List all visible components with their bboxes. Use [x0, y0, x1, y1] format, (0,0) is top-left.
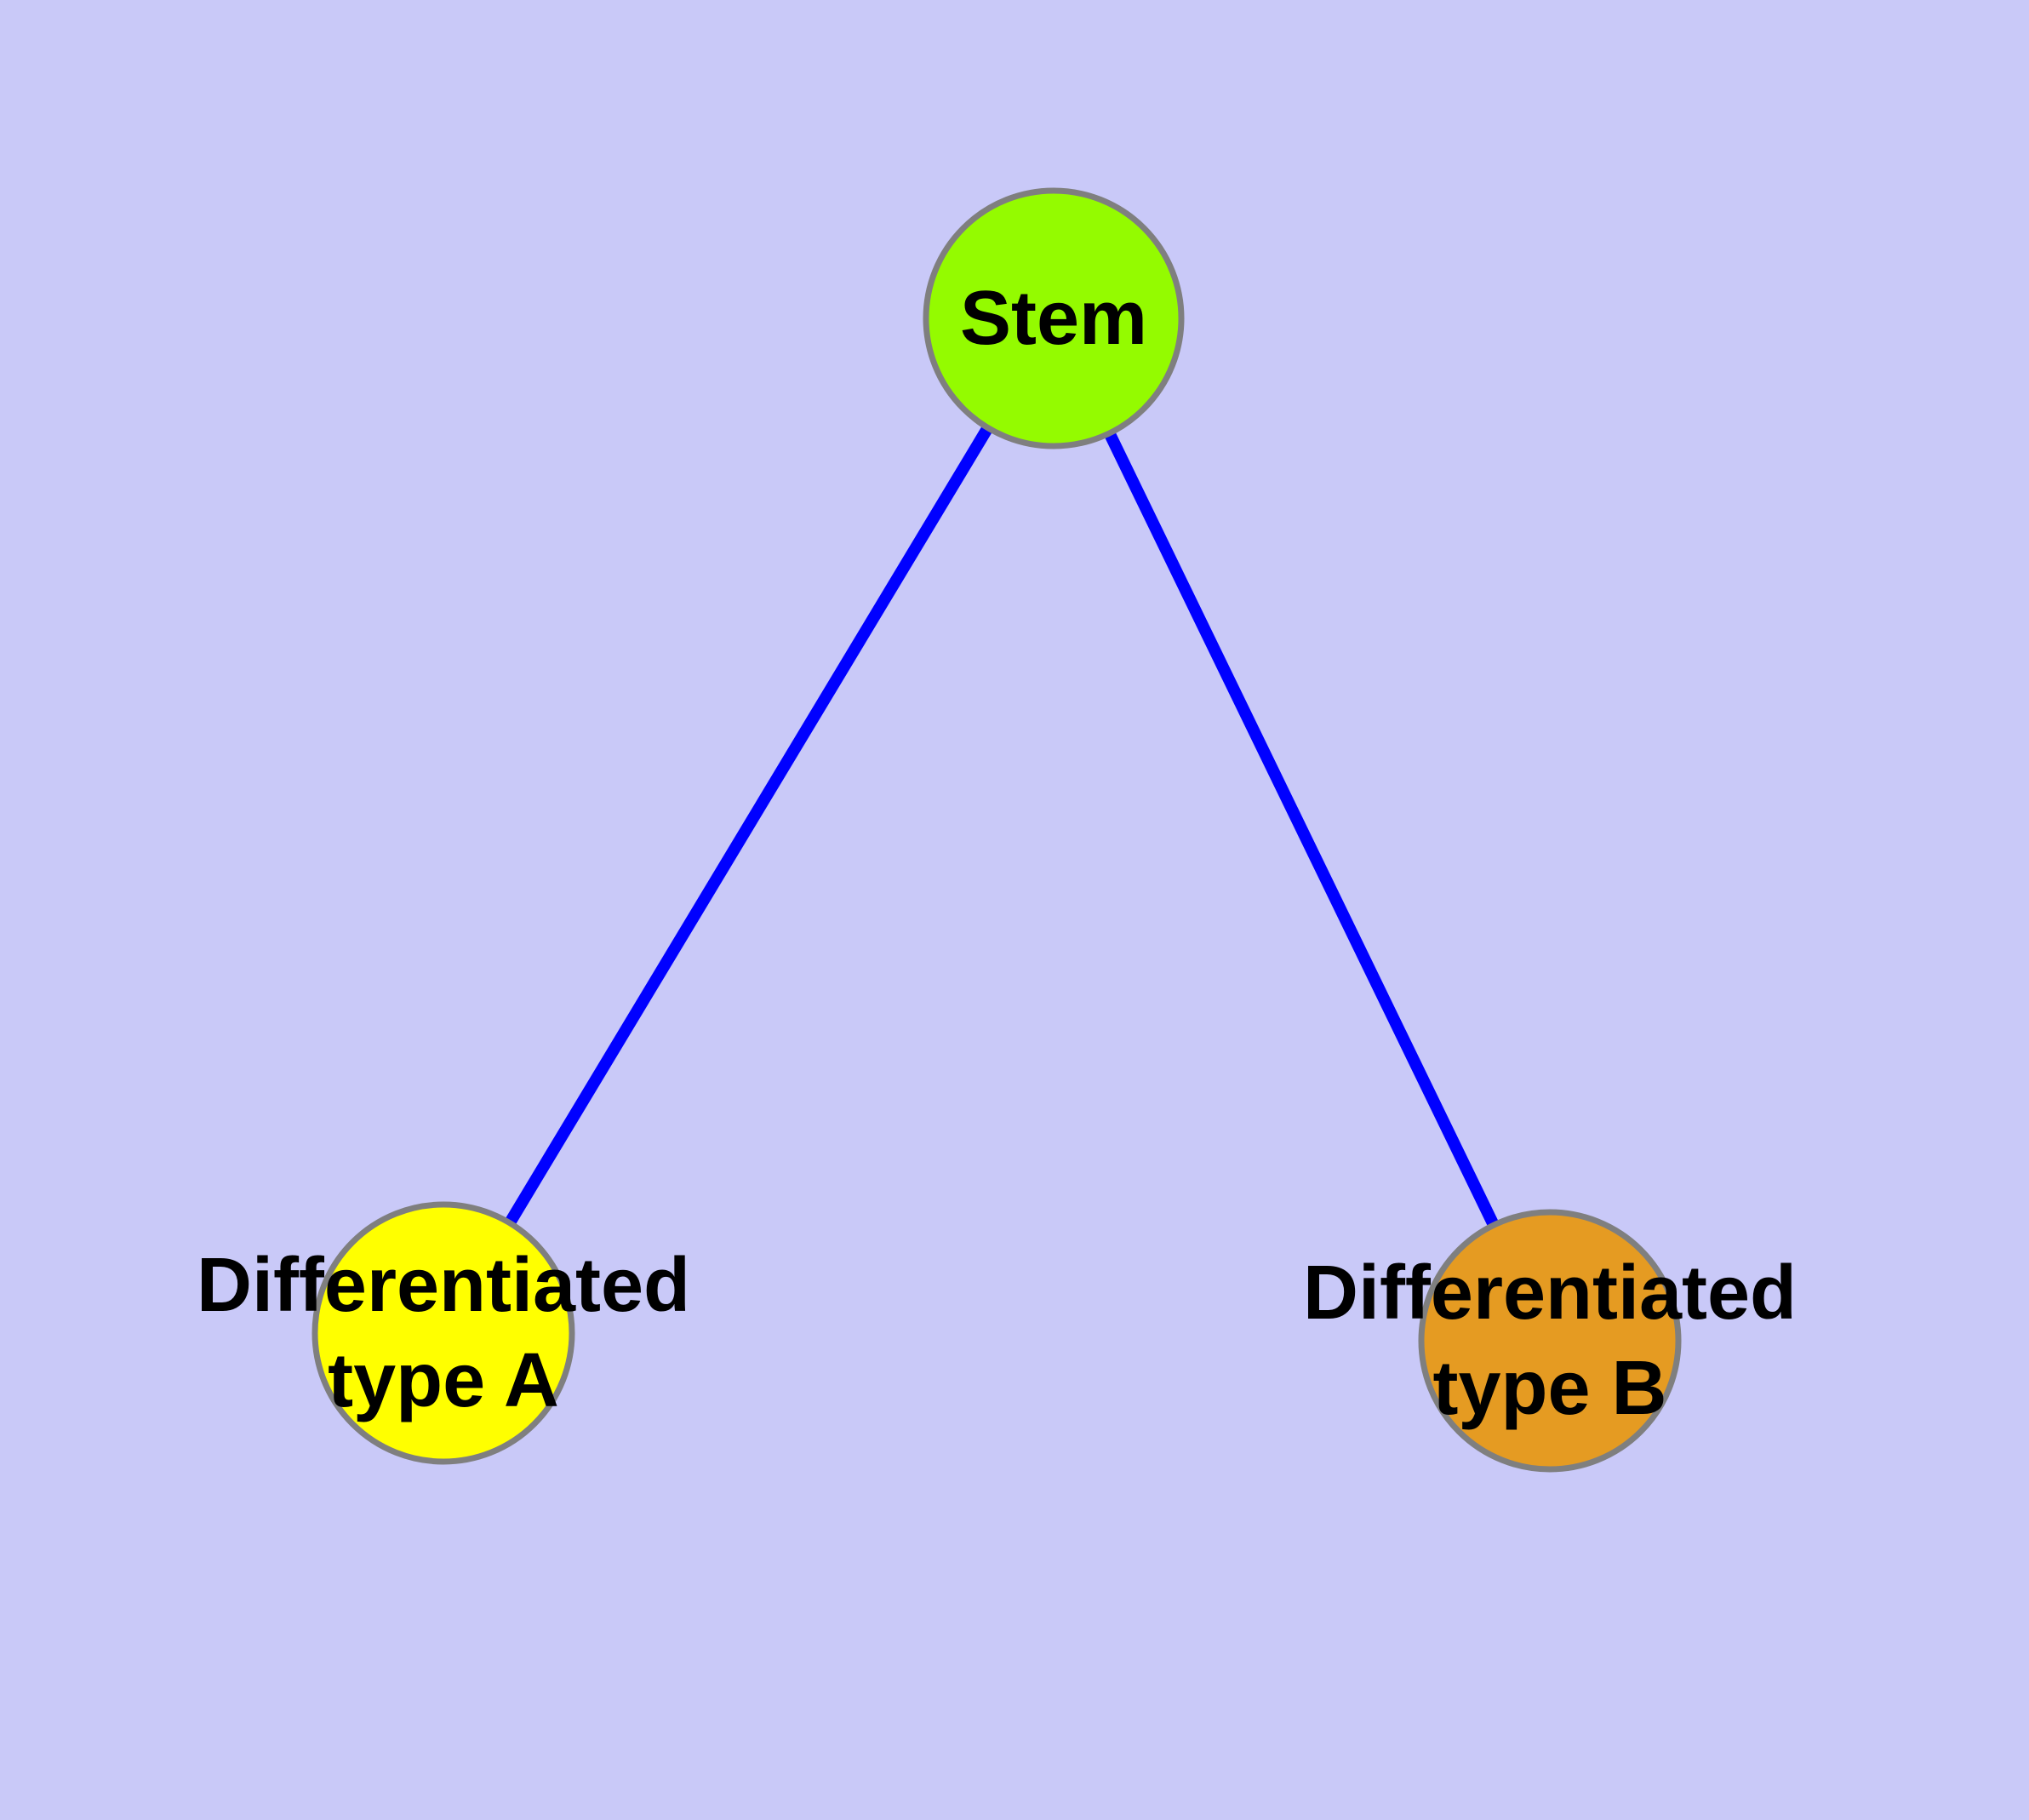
graph-node-circle-typeA — [311, 1201, 575, 1465]
graph-node-circle-stem — [923, 187, 1185, 449]
graph-node-label-stem: Stem — [960, 276, 1147, 361]
graph-node-circle-typeB — [1418, 1209, 1682, 1473]
graph-edge-stem-typeB — [1104, 430, 1500, 1228]
graph-edge-stem-typeA — [504, 424, 993, 1227]
graph-node-stem: Stem — [923, 187, 1185, 449]
